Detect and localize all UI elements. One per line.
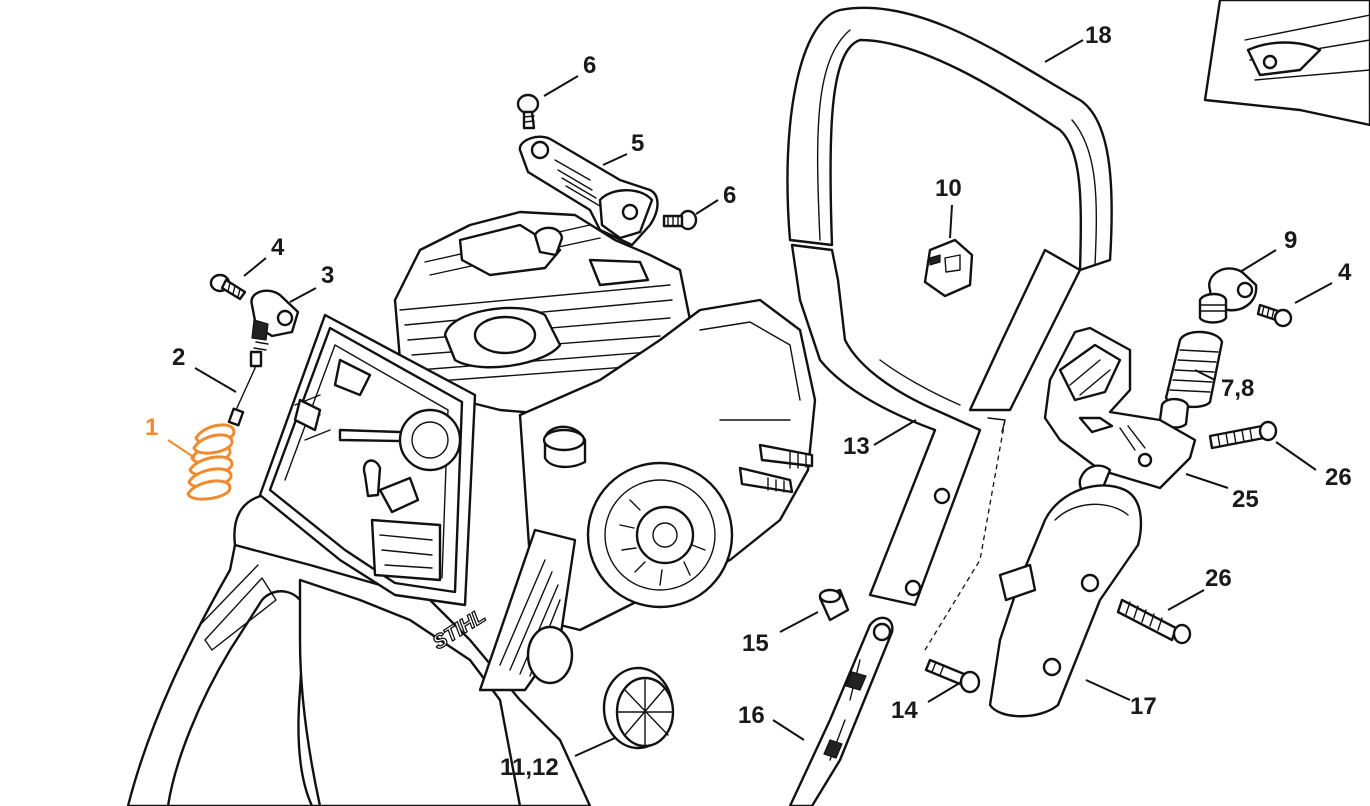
callout-4-left[interactable]: 4: [271, 234, 285, 261]
callout-labels: 1 2 3 4 4 5 6 6 7,8 9 10 11,12 13 14 15 …: [145, 22, 1352, 781]
part-15-sleeve[interactable]: [818, 588, 850, 622]
leader-6-top: [543, 75, 579, 97]
callout-26-bottom[interactable]: 26: [1205, 565, 1232, 592]
part-10-nut[interactable]: [923, 238, 974, 298]
part-7-8-spring[interactable]: [1158, 330, 1224, 429]
leader-11-12: [574, 737, 616, 757]
part-1-spring[interactable]: [186, 423, 236, 501]
callout-14[interactable]: 14: [891, 697, 918, 724]
part-2-pin[interactable]: [227, 350, 263, 427]
callout-18[interactable]: 18: [1085, 22, 1112, 49]
part-5-buffer[interactable]: [518, 135, 659, 247]
leader-26-top: [1275, 441, 1317, 471]
part-6-screw-top[interactable]: [516, 93, 540, 130]
leader-16: [772, 719, 805, 741]
leader-4-left: [243, 257, 267, 277]
callout-15[interactable]: 15: [742, 630, 769, 657]
leader-14: [927, 683, 959, 703]
callout-6-right[interactable]: 6: [723, 182, 736, 209]
part-26-screw-bottom[interactable]: [1116, 598, 1192, 645]
part-6-screw-right[interactable]: [662, 209, 698, 231]
carburetor-box: [258, 313, 477, 607]
leader-26-bottom: [1167, 589, 1205, 611]
part-4-screw-right[interactable]: [1256, 303, 1293, 328]
part-14-bolt[interactable]: [924, 658, 981, 694]
leader-13: [873, 419, 917, 446]
callout-25[interactable]: 25: [1232, 486, 1259, 513]
assembly-dashed-line: [924, 419, 1006, 651]
leader-6-right: [695, 199, 719, 215]
callout-4-right[interactable]: 4: [1338, 259, 1352, 286]
part-11-12-cap[interactable]: [602, 666, 675, 750]
callout-17[interactable]: 17: [1130, 693, 1157, 720]
leader-25: [1185, 473, 1229, 489]
engine-housing: STIHL: [126, 210, 817, 806]
callout-10[interactable]: 10: [935, 175, 962, 202]
leader-2: [194, 367, 237, 393]
leader-1: [167, 439, 196, 459]
leader-3: [289, 287, 317, 303]
leader-lines: [167, 39, 1333, 757]
callout-5[interactable]: 5: [631, 130, 644, 157]
part-9-buffer[interactable]: [1198, 267, 1258, 324]
part-3-damper[interactable]: [250, 289, 300, 351]
part-4-screw-left[interactable]: [209, 273, 247, 301]
leader-18: [1044, 39, 1084, 63]
leader-17: [1085, 679, 1131, 701]
callout-16[interactable]: 16: [738, 702, 765, 729]
part-17-handle-cover[interactable]: [988, 484, 1143, 718]
leader-4-right: [1294, 282, 1333, 304]
callout-13[interactable]: 13: [843, 433, 870, 460]
callout-6-top[interactable]: 6: [583, 52, 596, 79]
leader-5: [602, 153, 628, 166]
callout-3[interactable]: 3: [321, 262, 334, 289]
part-16-guard[interactable]: [788, 616, 894, 806]
leader-9: [1239, 249, 1277, 273]
partial-housing-top-right: [1203, 0, 1370, 127]
callout-9[interactable]: 9: [1284, 227, 1297, 254]
callout-26-top[interactable]: 26: [1325, 464, 1352, 491]
leader-15: [779, 611, 819, 633]
part-18-handlebar[interactable]: [786, 6, 1113, 607]
leader-7-8: [1194, 369, 1216, 381]
part-26-screw-top[interactable]: [1208, 420, 1278, 450]
callout-7-8[interactable]: 7,8: [1221, 375, 1254, 402]
callout-1[interactable]: 1: [145, 414, 158, 441]
leader-10: [949, 204, 953, 239]
callout-2[interactable]: 2: [172, 344, 185, 371]
callout-11-12[interactable]: 11,12: [500, 754, 559, 781]
